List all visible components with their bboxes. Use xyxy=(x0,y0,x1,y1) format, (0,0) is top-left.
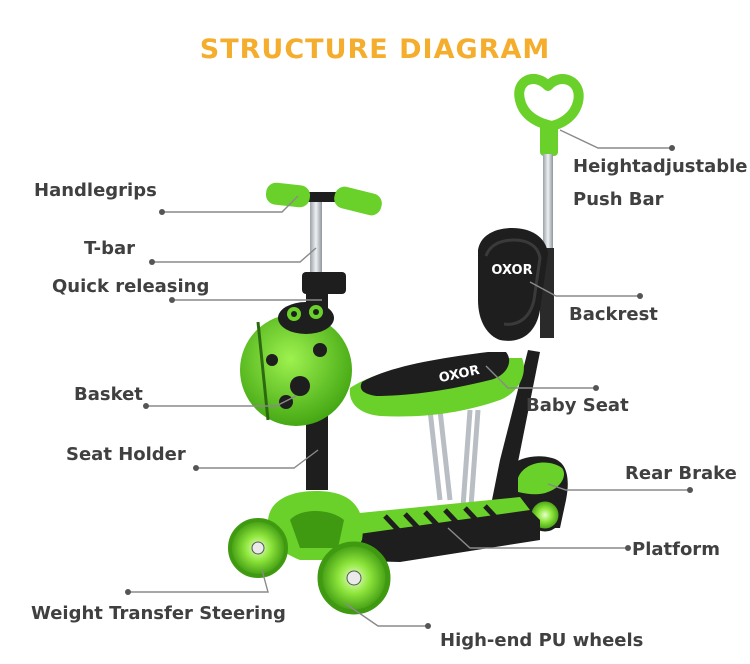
leader-quick-releasing-dot xyxy=(169,297,175,303)
leader-handlegrips-dot xyxy=(159,209,165,215)
ladybug-head xyxy=(278,302,334,334)
platform-part xyxy=(330,497,540,562)
basket-split xyxy=(256,321,270,421)
label-backrest: Backrest xyxy=(569,304,658,325)
seat-struts xyxy=(427,409,481,521)
leader-seat-holder xyxy=(196,449,319,469)
quick-release-clamp xyxy=(302,272,346,294)
leader-baby-seat-dot xyxy=(593,385,599,391)
deck-top xyxy=(340,497,530,535)
label-basket: Basket xyxy=(74,384,143,405)
ladybug-pupil-left xyxy=(291,311,297,317)
label-platform: Platform xyxy=(632,539,720,560)
leader-seat-holder-dot xyxy=(193,465,199,471)
basket-body xyxy=(240,314,352,426)
label-baby-seat: Baby Seat xyxy=(526,395,629,416)
backrest-brand-logo: OXOR xyxy=(491,263,532,278)
leader-rear-brake xyxy=(547,483,690,491)
label-push-bar-line1: Heightadjustable xyxy=(573,156,748,177)
push-bar-pole xyxy=(543,154,553,250)
label-t-bar: T-bar xyxy=(84,238,136,259)
leader-t-bar-dot xyxy=(149,259,155,265)
label-pu-wheels: High-end PU wheels xyxy=(440,630,644,651)
label-push-bar-line2: Push Bar xyxy=(573,189,664,210)
push-bar-collar xyxy=(540,124,558,156)
label-seat-holder: Seat Holder xyxy=(66,444,186,465)
diagram-title: STRUCTURE DIAGRAM xyxy=(199,34,551,65)
basket-spot-3 xyxy=(266,354,278,366)
label-quick-releasing: Quick releasing xyxy=(52,276,210,297)
ladybug-pupil-right xyxy=(313,309,319,315)
leader-platform-dot xyxy=(625,545,631,551)
t-bar-stem xyxy=(310,200,322,280)
leader-pu-wheels-dot xyxy=(425,623,431,629)
basket-spot-2 xyxy=(313,343,327,357)
rear-brake-fender xyxy=(518,462,565,495)
baby-seat-part: OXOR xyxy=(349,352,524,417)
leader-backrest xyxy=(529,281,640,297)
leader-backrest-dot xyxy=(637,293,643,299)
leader-handlegrips xyxy=(162,195,299,213)
label-handlegrips: Handlegrips xyxy=(34,180,157,201)
basket-spot-1 xyxy=(290,376,310,396)
backrest-part: OXOR xyxy=(478,228,548,341)
leader-t-bar xyxy=(152,247,317,263)
seat-cushion xyxy=(360,352,510,396)
leader-weight-steering-dot xyxy=(125,589,131,595)
leader-push-bar xyxy=(559,129,672,149)
left-handlegrip xyxy=(265,182,311,208)
label-rear-brake: Rear Brake xyxy=(625,463,737,484)
leader-push-bar-dot xyxy=(669,145,675,151)
leader-platform xyxy=(447,527,628,549)
leader-pu-wheels xyxy=(345,603,428,627)
front-housing-shadow xyxy=(290,511,344,548)
handlebar-part xyxy=(265,182,382,216)
front-wheel-assembly xyxy=(228,491,391,615)
front-left-hub xyxy=(251,541,265,555)
basket-spot-4 xyxy=(279,395,293,409)
push-bar-loop xyxy=(514,74,584,131)
deck-grip-ribs xyxy=(383,504,502,534)
leader-weight-steering xyxy=(128,569,269,593)
leader-basket-dot xyxy=(143,403,149,409)
leader-basket xyxy=(146,395,297,407)
label-weight-transfer-steering: Weight Transfer Steering xyxy=(31,603,286,624)
leader-baby-seat xyxy=(485,365,596,389)
backrest-highlight xyxy=(484,238,542,326)
leader-lines xyxy=(125,129,693,629)
front-right-hub xyxy=(346,570,362,586)
leader-rear-brake-dot xyxy=(687,487,693,493)
ladybug-basket xyxy=(240,302,352,426)
right-handlegrip xyxy=(334,186,382,216)
